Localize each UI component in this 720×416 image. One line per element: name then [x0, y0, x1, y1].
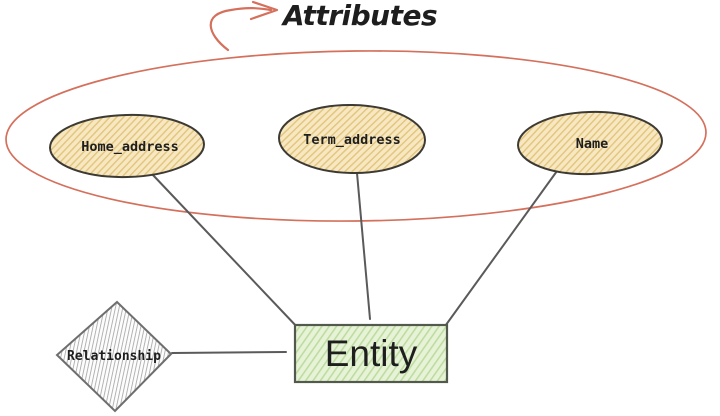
name-label: Name: [576, 136, 609, 152]
relationship-diamond: [55, 300, 173, 413]
annotation-arrowhead: [249, 0, 279, 21]
relationship-label: Relationship: [67, 349, 161, 364]
attribute-node-term-address: Term_address: [278, 103, 426, 175]
attribute-node-home-address: Home_address: [49, 113, 205, 179]
name-ellipse: [517, 110, 663, 176]
attribute-node-name: Name: [517, 110, 663, 176]
term-address-ellipse: [278, 103, 426, 175]
annotation-arrow-shaft: [209, 7, 273, 52]
connector-name-entity: [442, 170, 558, 330]
term-address-label: Term_address: [303, 132, 401, 148]
entity-node: Entity: [293, 323, 449, 384]
connectors: [151, 170, 558, 354]
connector-term-address-entity: [356, 172, 371, 320]
relationship-node: Relationship: [55, 300, 173, 413]
connector-relationship-entity: [171, 351, 287, 354]
attributes-annotation-label: Attributes: [281, 0, 437, 32]
home-address-label: Home_address: [81, 139, 179, 155]
entity-label: Entity: [325, 333, 418, 374]
home-address-ellipse: [49, 113, 205, 179]
annotation-arrow: [209, 0, 279, 52]
attributes-group-ellipse: [5, 50, 707, 222]
entity-rect: [293, 323, 449, 384]
connector-home-address-entity: [151, 173, 300, 330]
